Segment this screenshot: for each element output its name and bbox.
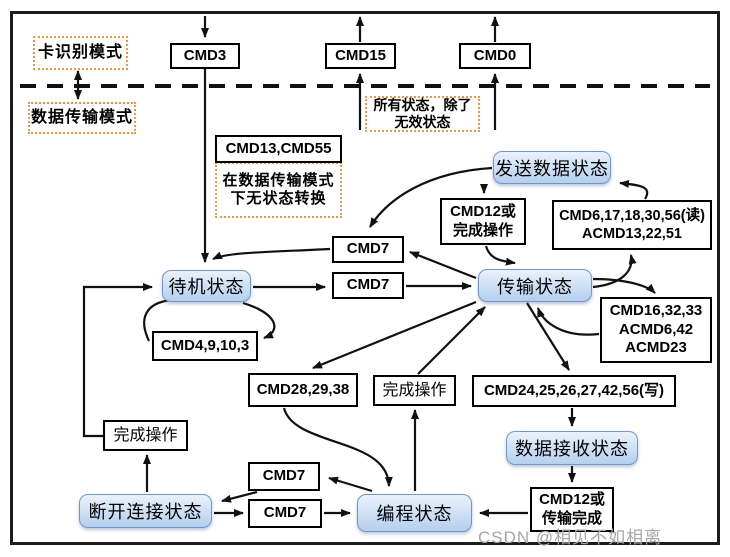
cmd3-box: CMD3 [170, 43, 240, 69]
cmd15-box: CMD15 [325, 43, 396, 69]
mode-data-transfer: 数据传输模式 [28, 102, 136, 134]
cmd12-or-transfer-end-box: CMD12或 传输完成 [530, 487, 614, 532]
note-all-states-line1: 所有状态，除了 [373, 97, 472, 114]
cmd28-29-38-box: CMD28,29,38 [248, 373, 358, 407]
cmd13-cmd55-label: CMD13,CMD55 [225, 139, 332, 157]
misc-commands-line3: ACMD23 [625, 339, 687, 357]
mode-card-identification: 卡识别模式 [33, 36, 128, 70]
mode-card-identification-label: 卡识别模式 [37, 44, 123, 62]
cmd15-label: CMD15 [335, 46, 386, 64]
note-no-transition-line1: 在数据传输模式 [222, 172, 335, 189]
cmd7-label: CMD7 [346, 276, 390, 294]
state-receive-data: 数据接收状态 [506, 431, 638, 465]
cmd7-standby-to-transfer-box: CMD7 [332, 272, 404, 299]
cmd12-or-complete-line1: CMD12或 [450, 202, 516, 220]
cmd0-label: CMD0 [473, 46, 517, 64]
cmd7-program-to-disconnect-box: CMD7 [248, 462, 320, 491]
state-send-data-label: 发送数据状态 [495, 158, 609, 179]
read-commands-box: CMD6,17,18,30,56(读) ACMD13,22,51 [552, 200, 712, 250]
cmd7-label: CMD7 [262, 467, 306, 485]
cmd0-box: CMD0 [459, 43, 531, 69]
misc-commands-line1: CMD16,32,33 [609, 301, 703, 319]
op-complete-left-box: 完成操作 [103, 420, 188, 451]
cmd7-disconnect-to-program-box: CMD7 [248, 499, 322, 528]
cmd12-or-complete-box: CMD12或 完成操作 [440, 198, 526, 245]
state-transfer: 传输状态 [478, 269, 592, 302]
note-no-state-transition: 在数据传输模式 下无状态转换 [215, 162, 342, 218]
state-receive-data-label: 数据接收状态 [515, 439, 629, 459]
cmd7-label: CMD7 [263, 504, 307, 522]
state-send-data: 发送数据状态 [493, 151, 611, 184]
op-complete-mid-label: 完成操作 [382, 381, 447, 399]
misc-commands-box: CMD16,32,33 ACMD6,42 ACMD23 [600, 297, 712, 363]
cmd3-label: CMD3 [183, 46, 227, 64]
cmd12-or-complete-line2: 完成操作 [452, 221, 513, 239]
state-disconnect-label: 断开连接状态 [88, 502, 203, 522]
note-no-transition-line2: 下无状态转换 [230, 190, 327, 207]
csdn-watermark: CSDN @相见不如相离 [478, 528, 663, 547]
cmd12-or-transfer-end-line2: 传输完成 [541, 509, 602, 527]
cmd7-transfer-to-standby-box: CMD7 [332, 236, 404, 263]
cmd12-or-transfer-end-line1: CMD12或 [539, 490, 605, 508]
cmd4-9-10-3-label: CMD4,9,10,3 [160, 336, 250, 354]
cmd28-29-38-label: CMD28,29,38 [256, 380, 350, 398]
read-commands-line1: CMD6,17,18,30,56(读) [559, 207, 705, 224]
state-transfer-label: 传输状态 [497, 276, 573, 297]
state-programming-label: 编程状态 [376, 504, 453, 524]
state-programming: 编程状态 [357, 494, 472, 532]
write-commands-box: CMD24,25,26,27,42,56(写) [472, 375, 676, 407]
cmd4-9-10-3-box: CMD4,9,10,3 [152, 331, 258, 361]
note-all-states: 所有状态，除了 无效状态 [365, 96, 480, 132]
state-standby: 待机状态 [162, 270, 251, 302]
edges [20, 16, 710, 517]
op-complete-mid-box: 完成操作 [373, 375, 456, 406]
read-commands-line2: ACMD13,22,51 [582, 226, 682, 242]
op-complete-left-label: 完成操作 [113, 426, 178, 444]
write-commands-label: CMD24,25,26,27,42,56(写) [483, 381, 665, 399]
misc-commands-line2: ACMD6,42 [618, 320, 694, 338]
mode-data-transfer-label: 数据传输模式 [30, 109, 133, 127]
state-disconnect: 断开连接状态 [79, 494, 212, 528]
cmd7-label: CMD7 [346, 240, 390, 258]
state-standby-label: 待机状态 [168, 277, 245, 297]
note-all-states-line2: 无效状态 [394, 114, 451, 130]
cmd13-cmd55-box: CMD13,CMD55 [215, 135, 342, 163]
